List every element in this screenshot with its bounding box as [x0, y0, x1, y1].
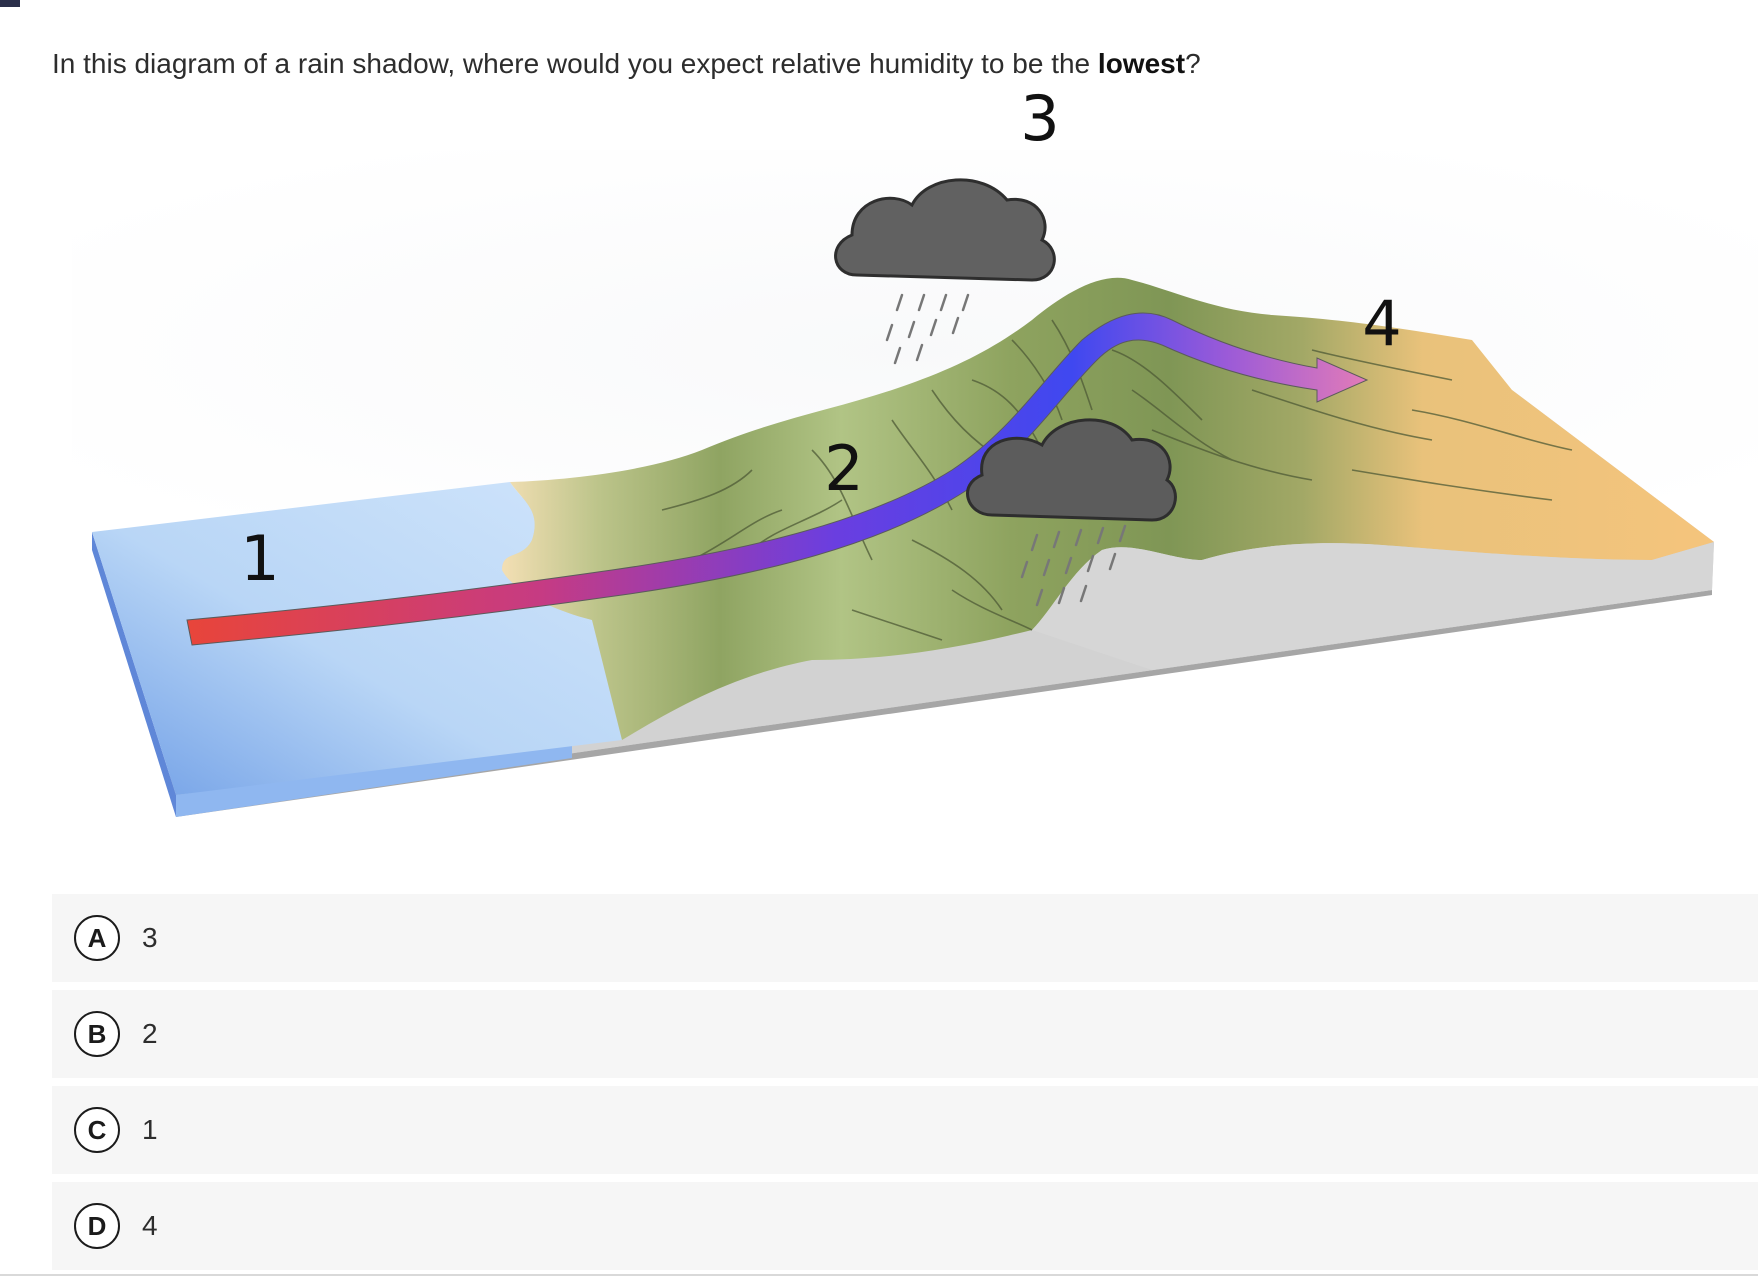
choice-b[interactable]: B 2 [52, 990, 1758, 1078]
question-text: In this diagram of a rain shadow, where … [52, 44, 1201, 84]
choice-a-letter: A [74, 915, 120, 961]
question-suffix: ? [1185, 48, 1201, 79]
choice-c-text: 1 [142, 1114, 158, 1145]
choice-b-letter: B [74, 1011, 120, 1057]
answer-choices: A 3 B 2 C 1 D 4 [52, 894, 1758, 1278]
choice-d[interactable]: D 4 [52, 1182, 1758, 1270]
diagram-label-1: 1 [240, 522, 279, 595]
question-prefix: In this diagram of a rain shadow, where … [52, 48, 1098, 79]
choice-a-text: 3 [142, 922, 158, 953]
choice-b-text: 2 [142, 1018, 158, 1049]
rain-shadow-diagram: 1 2 3 4 [52, 90, 1758, 830]
diagram-label-3: 3 [1020, 90, 1059, 155]
corner-mark [0, 0, 20, 7]
diagram-label-2: 2 [824, 432, 863, 505]
bottom-divider [0, 1274, 1758, 1276]
diagram-label-4: 4 [1362, 287, 1401, 360]
choice-c-letter: C [74, 1107, 120, 1153]
question-emphasis: lowest [1097, 48, 1186, 79]
rain-shadow-illustration: 1 2 3 4 [72, 90, 1758, 817]
choice-d-text: 4 [142, 1210, 158, 1241]
choice-d-letter: D [74, 1203, 120, 1249]
choice-c[interactable]: C 1 [52, 1086, 1758, 1174]
choice-a[interactable]: A 3 [52, 894, 1758, 982]
